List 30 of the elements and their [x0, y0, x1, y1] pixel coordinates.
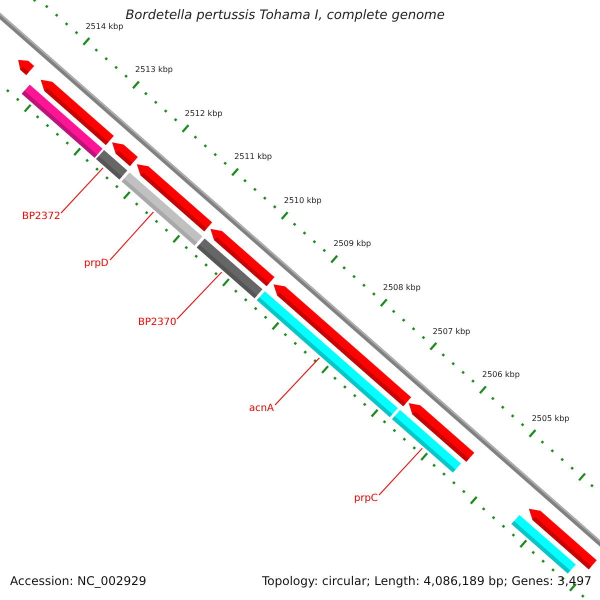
gene-label: BP2372: [22, 211, 60, 222]
gene-label: BP2370: [138, 317, 176, 328]
leader-line: [110, 212, 154, 260]
gene-label: prpC: [354, 493, 378, 504]
gene-label: acnA: [249, 403, 274, 414]
scale-label: 2510 kbp: [284, 196, 322, 205]
title: Bordetella pertussis Tohama I, complete genome: [126, 8, 445, 23]
leader-line: [274, 357, 320, 406]
scale-label: 2508 kbp: [383, 282, 421, 292]
scale-label: 2514 kbp: [86, 22, 124, 31]
leader-line: [176, 272, 222, 320]
scale-label: 2511 kbp: [234, 152, 272, 162]
forward-gene-shape: [136, 164, 212, 232]
forward-gene-shape: [210, 228, 274, 286]
forward-gene-shape: [408, 403, 474, 462]
scale-label: 2506 kbp: [482, 370, 520, 380]
forward-gene-shape: [112, 142, 138, 166]
genome-info-text: Topology: circular; Length: 4,086,189 bp; Genes: 3,497: [262, 574, 592, 588]
leader-line: [378, 448, 423, 496]
forward-gene-shape: [18, 60, 34, 75]
scale-label: 2512 kbp: [184, 108, 222, 118]
gene-label: prpD: [84, 258, 109, 269]
forward-gene-shape: [40, 80, 114, 145]
leader-line: [60, 167, 104, 214]
scale-label: 2507 kbp: [432, 326, 470, 336]
accession-text: Accession: NC_002929: [10, 574, 146, 588]
scale-label: 2505 kbp: [532, 414, 570, 423]
scale-label: 2513 kbp: [135, 65, 173, 74]
scale-label: 2509 kbp: [333, 239, 372, 248]
forward-gene-shape: [528, 508, 597, 570]
